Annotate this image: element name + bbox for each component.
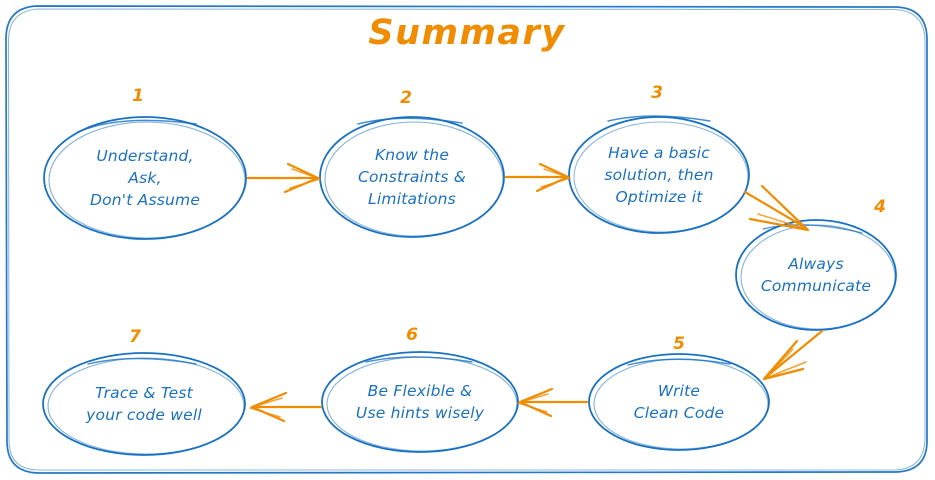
- arrow-5-to-6: [517, 387, 589, 418]
- node-ellipse-5[interactable]: [588, 353, 770, 451]
- node-ellipse-6[interactable]: [321, 351, 519, 453]
- node-ellipse-3[interactable]: [568, 115, 750, 234]
- arrow-6-to-7: [249, 391, 323, 423]
- arrow-2-to-3: [504, 162, 571, 193]
- node-ellipse-4[interactable]: [735, 219, 897, 331]
- arrow-3-to-4: [743, 184, 810, 232]
- arrow-1-to-2: [246, 162, 321, 194]
- node-ellipse-1[interactable]: [43, 116, 247, 240]
- node-ellipse-7[interactable]: [42, 352, 246, 456]
- node-ellipse-2[interactable]: [319, 116, 505, 238]
- arrow-4-to-5: [762, 329, 824, 381]
- rounded-border-frame: [5, 5, 928, 474]
